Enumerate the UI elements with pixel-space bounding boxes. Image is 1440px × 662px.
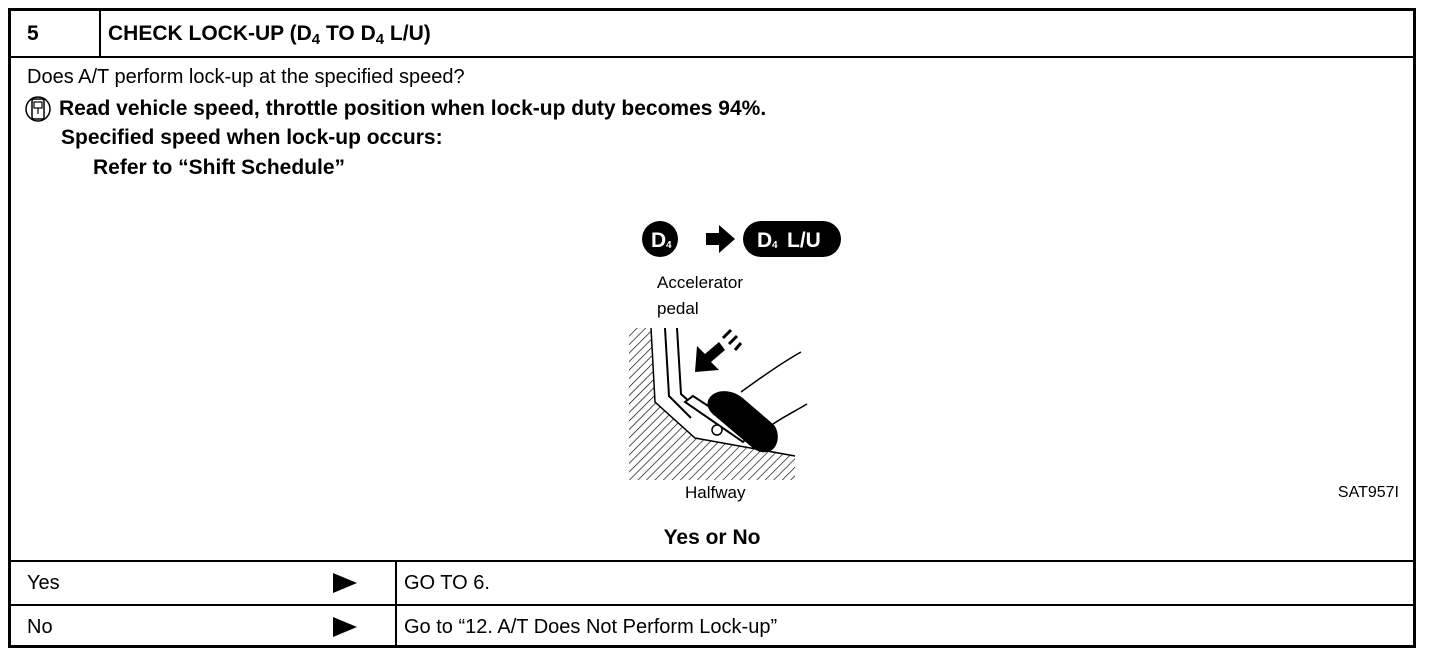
answer-result: GO TO 6. — [395, 562, 1414, 604]
svg-text:L/U: L/U — [787, 229, 821, 252]
step-header: 5 CHECK LOCK-UP (D4 TO D4 L/U) — [11, 11, 1413, 58]
step-number: 5 — [11, 11, 101, 56]
instruction-line: Read vehicle speed, throttle position wh… — [25, 94, 766, 124]
answer-label: Yes — [27, 572, 60, 594]
halfway-label: Halfway — [685, 483, 746, 502]
play-triangle-icon — [333, 573, 357, 593]
consult-tool-icon — [25, 96, 51, 122]
floor-hatch — [629, 328, 795, 480]
step-body: Does A/T perform lock-up at the specifie… — [11, 58, 1413, 560]
svg-text:4: 4 — [666, 240, 672, 251]
step-title: CHECK LOCK-UP (D4 TO D4 L/U) — [108, 22, 431, 48]
d4-badge: D 4 — [642, 221, 678, 257]
spec-label: Specified speed when lock-up occurs: — [61, 126, 443, 149]
refer-text: Refer to “Shift Schedule” — [93, 156, 346, 179]
pedal-label-line2: pedal — [657, 299, 699, 318]
play-triangle-icon — [333, 617, 357, 637]
right-arrow-icon — [706, 225, 735, 253]
answer-row-yes: Yes GO TO 6. — [11, 560, 1413, 604]
figure-code: SAT957I — [1337, 484, 1399, 501]
answer-label: No — [27, 616, 53, 638]
push-arrow-icon — [695, 342, 725, 372]
answer-row-no: No Go to “12. A/T Does Not Perform Lock-… — [11, 604, 1413, 648]
d4-lu-badge: D 4 L/U — [743, 221, 841, 257]
svg-text:D: D — [757, 229, 772, 252]
pedal-label-line1: Accelerator — [657, 273, 743, 292]
question-text: Does A/T perform lock-up at the specifie… — [27, 66, 465, 88]
accelerator-pedal-figure: D 4 D 4 L/U Accelerator pedal — [629, 221, 841, 502]
pedal-arm — [664, 327, 692, 419]
instruction-text: Read vehicle speed, throttle position wh… — [59, 97, 767, 120]
answer-result: Go to “12. A/T Does Not Perform Lock-up” — [395, 606, 1414, 648]
svg-text:4: 4 — [772, 240, 778, 251]
svg-text:D: D — [651, 229, 666, 252]
yes-no-prompt: Yes or No — [663, 526, 761, 549]
shoe-shape — [707, 391, 778, 453]
diagnostic-step-table: 5 CHECK LOCK-UP (D4 TO D4 L/U) Does A/T … — [8, 8, 1416, 648]
